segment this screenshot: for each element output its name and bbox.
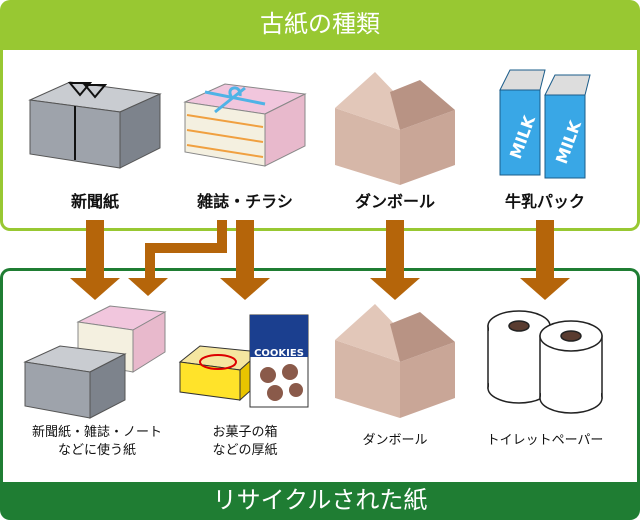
recycled-label: 新聞紙・雑誌・ノートなどに使う紙 [31,425,162,458]
magazine-icon [183,83,307,167]
paper-types-panel [0,48,640,231]
paper-type-label: 雑誌・チラシ [197,192,293,211]
recycled-label: ダンボール [362,433,428,448]
paper-bundles-icon [23,305,167,419]
paper-types-header: 古紙の種類 [0,0,640,50]
newspaper-icon [28,81,162,169]
cardboard-box-icon [335,304,455,418]
cookies-text: COOKIES [254,348,304,359]
recycled-label: トイレットペーパー [486,433,604,448]
cookie-box-icon: COOKIES [178,314,309,408]
paper-type-label: ダンボール [354,192,435,211]
toilet-paper-icon [487,310,603,414]
flow-arrows [70,220,570,300]
cardboard-box-icon [335,72,455,185]
milk-carton-icon: MILK MILK [499,69,591,179]
recycled-paper-footer: リサイクルされた紙 [0,482,640,520]
paper-type-label: 牛乳パック [504,192,585,211]
paper-type-label: 新聞紙 [70,192,119,211]
recycled-label: お菓子の箱などの厚紙 [212,425,278,458]
recycled-paper-panel [0,268,640,491]
